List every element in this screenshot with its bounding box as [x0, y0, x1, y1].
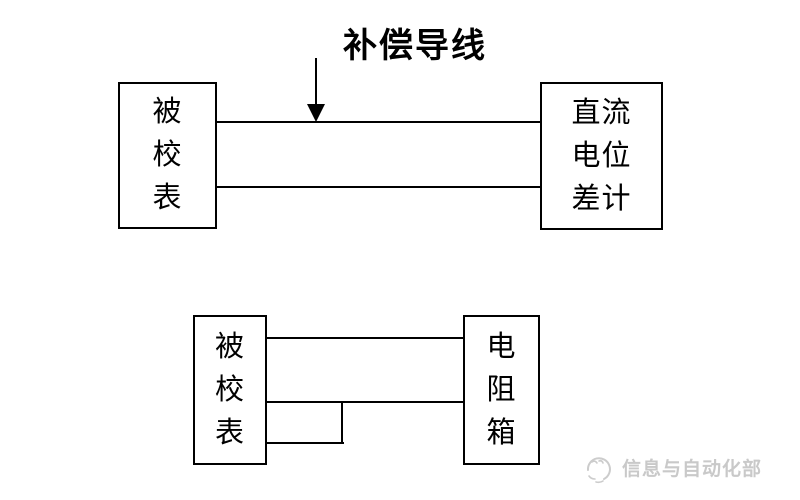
watermark-text: 信息与自动化部: [622, 458, 763, 480]
box-meter-under-test-bottom: 被 校 表: [193, 315, 267, 465]
wire-bottom-middle: [267, 401, 463, 403]
down-arrow-head-icon: [307, 104, 325, 122]
compensation-wire-label: 补偿导线: [343, 27, 487, 65]
box-label: 直流 电位 差计: [571, 96, 632, 215]
wire-top-lower: [217, 186, 540, 188]
box-label: 被 校 表: [214, 330, 245, 449]
watermark: 信息与自动化部: [582, 450, 762, 484]
box-resistance-box: 电 阻 箱: [463, 315, 540, 465]
box-dc-potentiometer: 直流 电位 差计: [540, 82, 663, 230]
wire-bottom-upper: [267, 337, 463, 339]
box-meter-under-test-top: 被 校 表: [118, 82, 217, 229]
watermark-logo-icon: [586, 457, 611, 484]
box-label: 被 校 表: [152, 96, 183, 214]
wire-top-upper: [217, 121, 540, 123]
down-arrow-icon: [315, 58, 317, 106]
box-label: 电 阻 箱: [486, 330, 517, 449]
wire-bottom-stub-horizontal: [267, 442, 344, 444]
wire-bottom-stub-vertical: [341, 401, 343, 444]
